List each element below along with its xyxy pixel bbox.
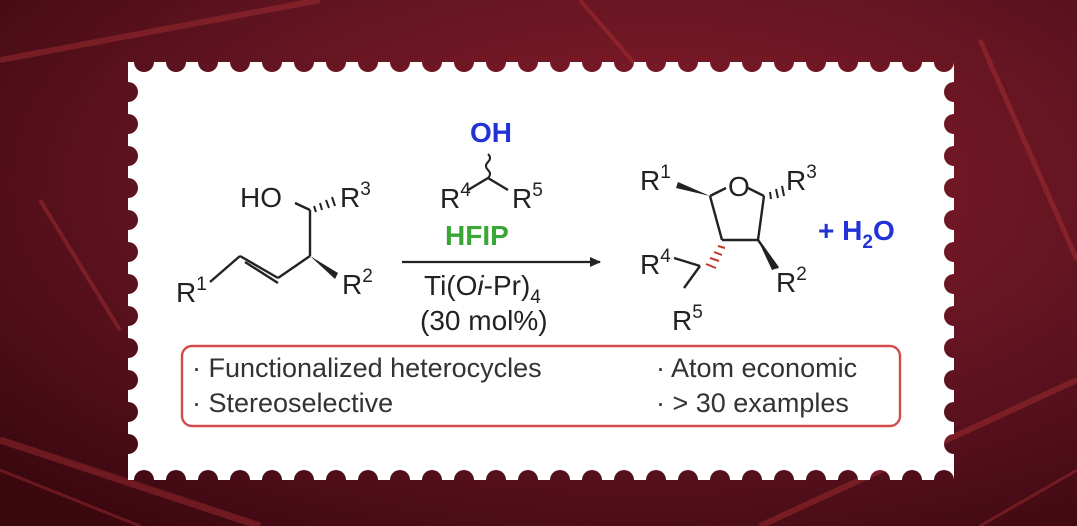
product-hash-r3 xyxy=(769,185,785,200)
product-r5-label: R5 xyxy=(672,302,703,336)
reactant-r3-label: R3 xyxy=(340,179,371,213)
alcohol-r5-label: R5 xyxy=(512,180,543,214)
product-hash-r4 xyxy=(705,245,726,269)
product-structure xyxy=(673,186,779,289)
solvent-label: HFIP xyxy=(445,220,509,251)
reactant-r1-label: R1 xyxy=(176,274,207,308)
product-wedge-r2 xyxy=(758,240,778,270)
feature-atom-economic: · Atom economic xyxy=(656,353,857,383)
feature-functionalized: · Functionalized heterocycles xyxy=(192,353,542,383)
product-r1-label: R1 xyxy=(640,162,671,196)
wavy-bond xyxy=(485,153,491,179)
alcohol-r4-label: R4 xyxy=(440,180,471,214)
catalyst-label: Ti(Oi-Pr)4 xyxy=(424,270,541,308)
product-o-label: O xyxy=(728,171,750,202)
wedge-bond xyxy=(310,256,338,279)
product-r2-label: R2 xyxy=(776,264,807,298)
alcohol-oh-label: OH xyxy=(470,117,512,148)
feature-examples: · > 30 examples xyxy=(656,388,849,418)
product-r3-label: R3 xyxy=(786,162,817,196)
loading-label: (30 mol%) xyxy=(420,305,548,336)
product-r4-label: R4 xyxy=(640,246,671,280)
alcohol-structure xyxy=(467,176,509,192)
reactant-ho-label: HO xyxy=(240,182,282,213)
features-box xyxy=(180,344,902,428)
hash-bond xyxy=(313,196,336,213)
reactant-r2-label: R2 xyxy=(342,266,373,300)
product-wedge-r1 xyxy=(676,182,710,196)
reactant-structure xyxy=(209,201,312,285)
byproduct-water-label: + H2O xyxy=(818,215,895,253)
feature-stereoselective: · Stereoselective xyxy=(192,388,393,418)
